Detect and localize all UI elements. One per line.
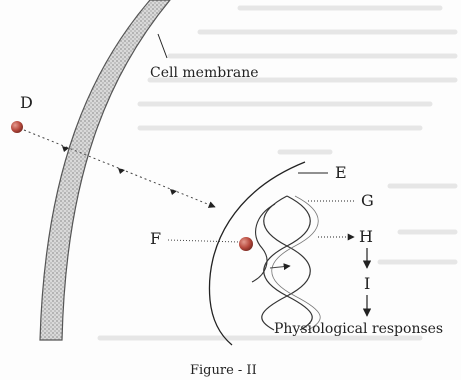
label-d: D [20, 93, 33, 112]
ligand-receptor-complex [239, 237, 253, 251]
membrane-pointer-line [158, 34, 167, 58]
label-i: I [364, 274, 370, 293]
label-h: H [359, 227, 373, 246]
cell-membrane [40, 0, 170, 340]
cell-membrane-label: Cell membrane [150, 65, 259, 81]
label-e: E [335, 163, 347, 182]
dna-helix [262, 196, 320, 330]
figure-caption: Figure - II [190, 363, 257, 378]
nuclear-envelope-e [209, 162, 305, 345]
label-f-pointer [168, 240, 240, 242]
physiological-responses-label: Physiological responses [274, 321, 443, 337]
complex-to-dna-arrow [270, 266, 290, 268]
ligand-d [11, 121, 23, 133]
label-g: G [361, 191, 374, 210]
label-f: F [150, 229, 161, 248]
